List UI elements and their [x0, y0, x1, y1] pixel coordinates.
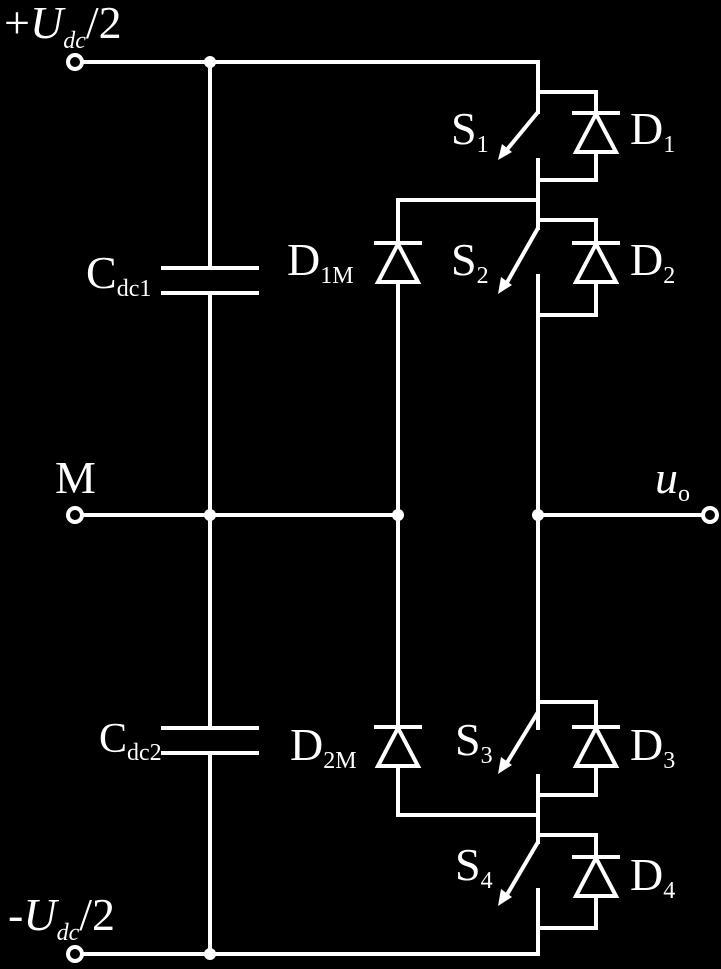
wiring — [78, 60, 710, 956]
clamp-bottom-link — [396, 766, 540, 817]
label-d1m: D1M — [287, 234, 354, 289]
label-d1: D1 — [630, 103, 675, 158]
positive-rail — [78, 60, 540, 94]
clamp-top-link — [396, 198, 540, 244]
label-vneg: -Udc/2 — [8, 889, 115, 946]
diode-d1m — [374, 239, 422, 284]
label-d3: D3 — [630, 719, 675, 774]
terminal-output — [701, 506, 719, 524]
terminal-negative — [66, 945, 84, 963]
label-cdc1: Cdc1 — [86, 247, 151, 302]
label-cdc2: Cdc2 — [99, 716, 162, 766]
switch-cell-4 — [498, 833, 620, 930]
switch-cell-3 — [498, 700, 620, 797]
diode-d2m — [374, 723, 422, 768]
capacitor-cdc1 — [161, 266, 259, 295]
switch-cell-2 — [498, 218, 620, 317]
junction-dots — [204, 56, 544, 960]
label-vpos: +Udc/2 — [4, 0, 122, 54]
label-d2: D2 — [630, 234, 675, 289]
capacitor-cdc2 — [161, 726, 259, 755]
label-s1: S1 — [451, 103, 489, 158]
label-output: uo — [655, 452, 690, 507]
label-neutral: M — [55, 452, 96, 503]
label-d2m: D2M — [290, 719, 357, 774]
label-s3: S3 — [455, 714, 493, 769]
label-d4: D4 — [630, 849, 675, 904]
switch-cell-1 — [498, 90, 620, 182]
label-s2: S2 — [451, 234, 489, 289]
terminal-positive — [66, 53, 84, 71]
negative-rail — [78, 926, 540, 956]
terminal-neutral — [66, 506, 84, 524]
label-s4: S4 — [455, 839, 493, 894]
